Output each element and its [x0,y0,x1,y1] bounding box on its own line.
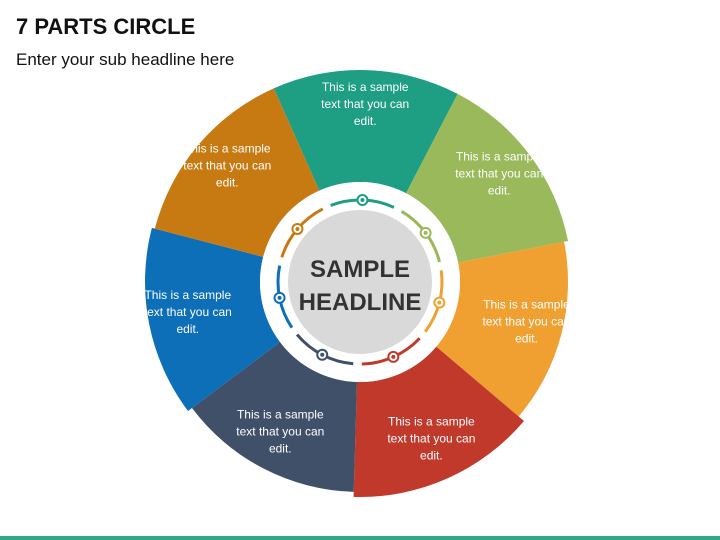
segment-7 [154,88,320,257]
segment-5-text-line-2: text that you can [236,425,324,439]
segment-5-text-line-3: edit. [269,442,292,456]
segment-1-text-line-2: text that you can [321,97,409,111]
segment-7-text: This is a sample text that you can edit. [183,141,271,189]
center-disc [286,208,434,356]
segment-6-text-line-1: This is a sample [144,288,231,302]
ring-dot-center-5 [320,352,325,357]
ring-dot-center-3 [437,300,442,305]
bottom-accent-bar [0,536,720,540]
segment-1-text: This is a sample text that you can edit. [321,80,409,128]
ring-dot-center-2 [423,230,428,235]
segment-3 [436,241,568,417]
segment-2-text-line-2: text that you can [455,167,543,181]
segment-4 [353,346,525,497]
segment-4-text-line-3: edit. [420,448,443,462]
page-title: 7 PARTS CIRCLE [16,14,196,39]
segment-6-text-line-2: text that you can [144,305,232,319]
ring-dot-center-7 [295,226,300,231]
segment-1-text-line-1: This is a sample [322,80,409,94]
segment-7-text-line-3: edit. [216,175,239,189]
segment-6 [145,227,280,411]
ring-dot-center-4 [391,354,396,359]
center-headline-line-1: SAMPLE [310,256,410,283]
center-headline-line-2: HEADLINE [299,289,422,316]
segment-5-text-line-1: This is a sample [237,408,324,422]
segment-4-text-line-2: text that you can [387,431,475,445]
segment-2-text-line-3: edit. [488,184,511,198]
segment-6-text-line-3: edit. [176,322,199,336]
segment-3-text-line-1: This is a sample [483,297,570,311]
segment-3-text: This is a sample text that you can edit. [482,297,570,345]
segment-1-text-line-3: edit. [354,114,377,128]
segment-2-text-line-1: This is a sample [456,150,543,164]
segment-3-text-line-3: edit. [515,331,538,345]
segment-4-text-line-1: This is a sample [388,414,475,428]
ring-dot-center-1 [360,198,365,203]
segment-3-text-line-2: text that you can [482,314,570,328]
ring-dot-center-6 [277,295,282,300]
segment-4-text: This is a sample text that you can edit. [387,414,475,462]
page-subtitle: Enter your sub headline here [16,50,235,69]
segment-5-text: This is a sample text that you can edit. [236,408,324,456]
segment-7-text-line-2: text that you can [183,158,271,172]
segment-2-text: This is a sample text that you can edit. [455,150,543,198]
segment-2 [406,93,569,263]
segment-6-text: This is a sample text that you can edit. [144,288,232,336]
segment-5 [191,341,358,492]
segment-7-text-line-1: This is a sample [184,141,271,155]
segment-1 [273,70,458,194]
